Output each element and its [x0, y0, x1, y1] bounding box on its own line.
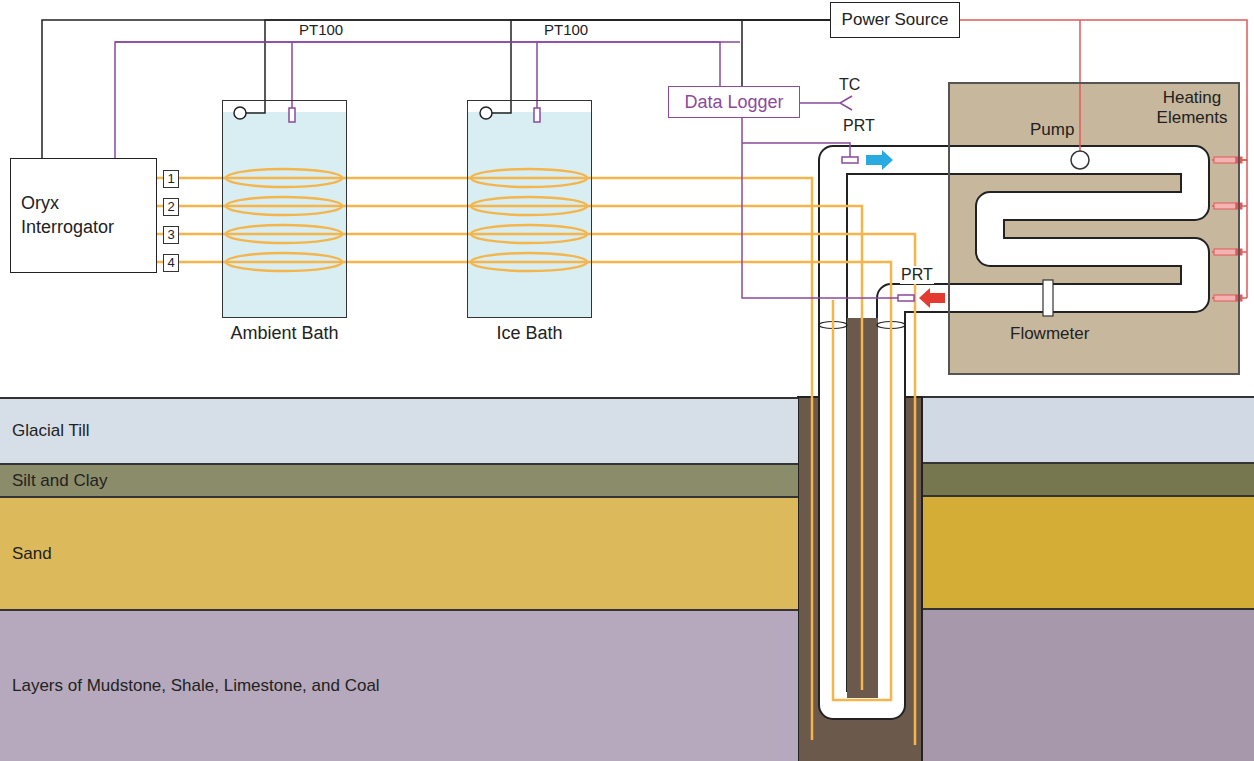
prt-wire [742, 118, 898, 298]
node-label: Sand [12, 544, 52, 564]
pt100-probe [534, 108, 540, 122]
pump-symbol [1071, 151, 1089, 169]
prt-sensor [898, 295, 914, 301]
node-label: Glacial Till [12, 421, 89, 441]
stirrer-symbol [480, 107, 492, 119]
flowmeter-symbol [1043, 280, 1053, 316]
node-label: Ice Bath [496, 323, 562, 344]
node-label: Heating Elements [1148, 88, 1236, 127]
sensor-label: PRT [900, 266, 934, 284]
soil-layer: Layers of Mudstone, Shale, Limestone, an… [0, 609, 798, 761]
flow-arrow-out [866, 150, 893, 170]
stirrer-wire [246, 100, 511, 113]
soil-layer: Glacial Till [0, 397, 798, 463]
pt100-wire [115, 42, 740, 108]
heater-housing: Pump Heating ElementsFlowmeter [948, 82, 1240, 375]
node-label: Silt and Clay [12, 471, 107, 491]
data-logger-box: Data Logger [668, 86, 800, 118]
node-label: Data Logger [684, 92, 783, 113]
heating-element [1214, 157, 1236, 163]
interrogator-box: Oryx Interrogator [10, 158, 157, 273]
ice-water [468, 112, 591, 317]
sensor-label: PT100 [298, 22, 344, 39]
pt100-probe [289, 108, 295, 122]
power-wire [742, 20, 830, 86]
stirrers [234, 100, 511, 119]
node-label: Pump [1030, 120, 1074, 140]
heater-power-wire [960, 20, 1247, 160]
heating-element [1214, 203, 1236, 209]
sensor-label: TC [838, 76, 861, 94]
soil-layer: Silt and Clay [0, 463, 798, 496]
optical-fiber [347, 177, 467, 180]
pipe-outline [833, 160, 1195, 705]
node-label: Ambient Bath [230, 323, 338, 344]
node-label: Flowmeter [1010, 324, 1089, 344]
bath-tank: Ambient Bath [222, 100, 347, 318]
layer-boundaries [922, 397, 1254, 609]
fiber-coils [226, 169, 587, 271]
sensor-label: PT100 [543, 22, 589, 39]
fiber-number: 4 [163, 254, 179, 272]
sensor-wire [115, 42, 720, 158]
glacial-till-layer [922, 397, 1254, 463]
heater-parts [1043, 20, 1247, 316]
flow-arrow-in [919, 288, 945, 308]
pump-power-wire [1079, 20, 1081, 151]
heating-element-wires [1212, 160, 1247, 298]
heating-element [1214, 249, 1236, 255]
stirrer-symbol [234, 107, 246, 119]
node-label: Power Source [842, 10, 949, 30]
thermocouple [800, 96, 852, 110]
node-label: Layers of Mudstone, Shale, Limestone, an… [12, 676, 380, 696]
node-label: Oryx Interrogator [21, 192, 133, 239]
silt-clay-layer [922, 463, 1254, 496]
sensor-label: PRT [842, 117, 876, 135]
heating-elements [1214, 157, 1242, 301]
fiber-number: 3 [163, 226, 179, 244]
prt-sensor [842, 157, 858, 163]
sand-layer [922, 496, 1254, 609]
power-wire [42, 20, 830, 158]
fiber-number: 1 [163, 170, 179, 188]
heating-element [1214, 295, 1236, 301]
soil-layer: Sand [0, 496, 798, 609]
mudstone-layer [922, 609, 1254, 761]
power-source-box: Power Source [830, 2, 960, 38]
bath-water [223, 112, 591, 317]
bath-tank: Ice Bath [467, 100, 592, 318]
ambient-water [223, 112, 346, 317]
pipe-bore [833, 160, 1195, 705]
sensor-wires [115, 42, 914, 301]
fiber-number: 2 [163, 198, 179, 216]
